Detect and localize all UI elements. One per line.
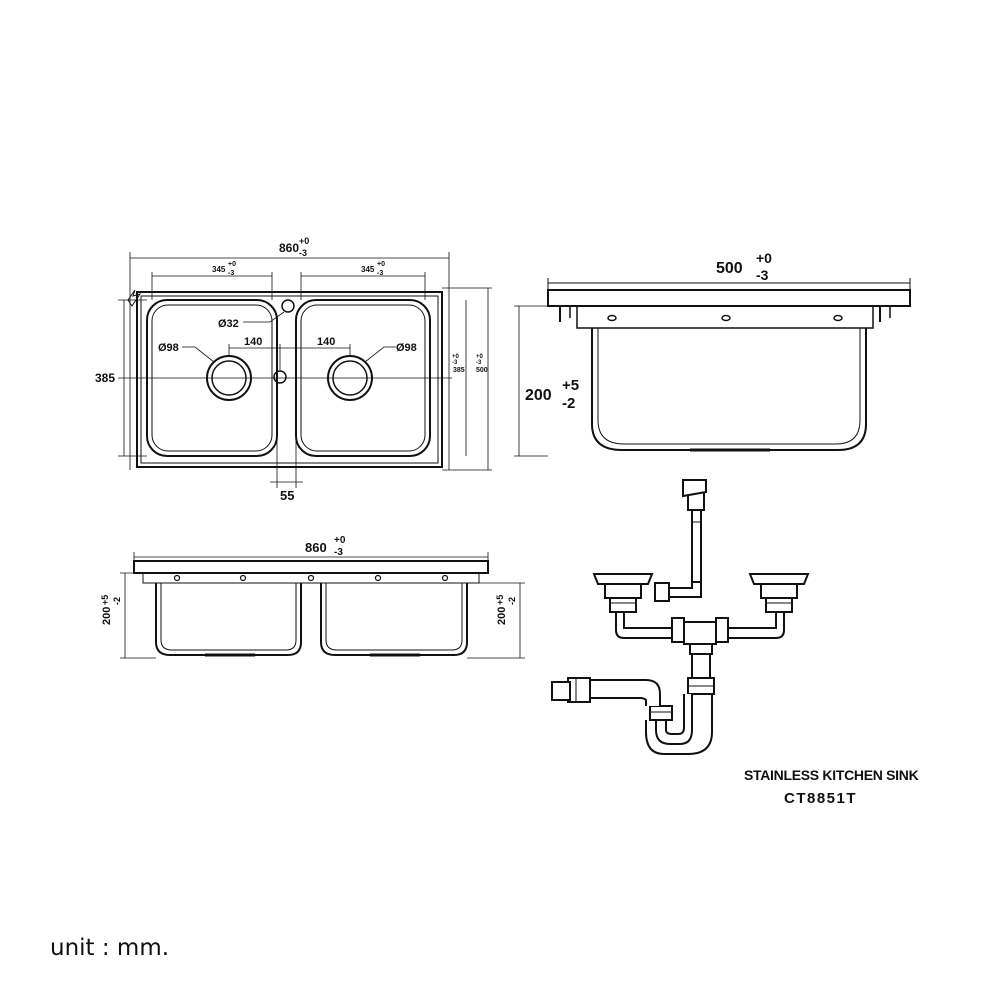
top-left-bowl-tol-plus: +0	[228, 261, 236, 268]
front-height-right-tol-plus: +5	[495, 595, 505, 605]
top-overall-width-tol-plus: +0	[299, 236, 309, 246]
unit-note: unit : mm.	[50, 935, 170, 961]
front-right-bowl	[320, 583, 468, 656]
product-model: CT8851T	[784, 790, 858, 807]
front-width-tol-plus: +0	[334, 535, 346, 546]
front-width-tol-minus: -3	[334, 547, 343, 558]
faucet-hole	[281, 299, 295, 313]
top-tol-minus-b: -3	[476, 360, 482, 366]
sink-outer-rim	[136, 291, 443, 468]
side-height-tol-plus: +5	[562, 377, 579, 394]
top-tol-plus-b: +0	[476, 354, 484, 360]
side-width: 500	[716, 260, 743, 277]
left-strainer	[592, 573, 654, 613]
right-drain-label: Ø98	[396, 342, 417, 354]
top-overall-depth: 500	[476, 367, 488, 374]
product-title: STAINLESS KITCHEN SINK	[744, 767, 919, 783]
top-left-bowl-tol-minus: -3	[228, 270, 234, 277]
drain-assembly	[551, 479, 810, 755]
top-right-bowl-tol-plus: +0	[377, 261, 385, 268]
side-bowl	[591, 328, 867, 451]
top-tol-minus-a: -3	[452, 360, 458, 366]
front-height-left: 200	[101, 607, 113, 625]
front-height-right: 200	[496, 607, 508, 625]
front-view: 860 +0 -3 200 +5 -2 200 +5 -2	[100, 535, 525, 659]
connector-pipe	[615, 611, 785, 639]
side-width-tol-plus: +0	[756, 250, 772, 266]
top-right-bowl-tol-minus: -3	[377, 270, 383, 277]
front-rim	[133, 560, 489, 574]
side-view: 500 +0 -3 200 +5 -2	[514, 250, 911, 457]
side-width-tol-minus: -3	[756, 267, 769, 283]
right-drain-offset: 140	[317, 336, 335, 348]
right-strainer	[748, 573, 810, 613]
side-height-tol-minus: -2	[562, 395, 575, 412]
left-drain-offset: 140	[244, 336, 262, 348]
left-drain-label: Ø98	[158, 342, 179, 354]
overflow-hole	[273, 370, 287, 384]
divider-width: 55	[280, 488, 294, 503]
top-view: 860 +0 -3 345 +0 -3 345 +0 -3 385 385 50…	[95, 236, 492, 503]
top-overall-width: 860	[279, 241, 299, 255]
top-bowl-depth-right: 385	[453, 367, 465, 374]
top-left-bowl-width: 345	[212, 265, 226, 274]
top-bowl-depth-left: 385	[95, 371, 115, 385]
front-height-left-tol-plus: +5	[100, 595, 110, 605]
top-overall-width-tol-minus: -3	[299, 248, 307, 258]
overflow-hose	[654, 479, 707, 602]
front-height-left-tol-minus: -2	[112, 597, 122, 605]
front-left-bowl	[155, 583, 302, 656]
sink-inner-rim	[140, 295, 439, 464]
faucet-hole-label: Ø32	[218, 318, 239, 330]
front-width: 860	[305, 540, 327, 555]
top-tol-plus-a: +0	[452, 354, 460, 360]
front-height-right-tol-minus: -2	[507, 597, 517, 605]
side-height: 200	[525, 387, 552, 404]
side-rim	[547, 289, 911, 307]
top-right-bowl-width: 345	[361, 265, 375, 274]
